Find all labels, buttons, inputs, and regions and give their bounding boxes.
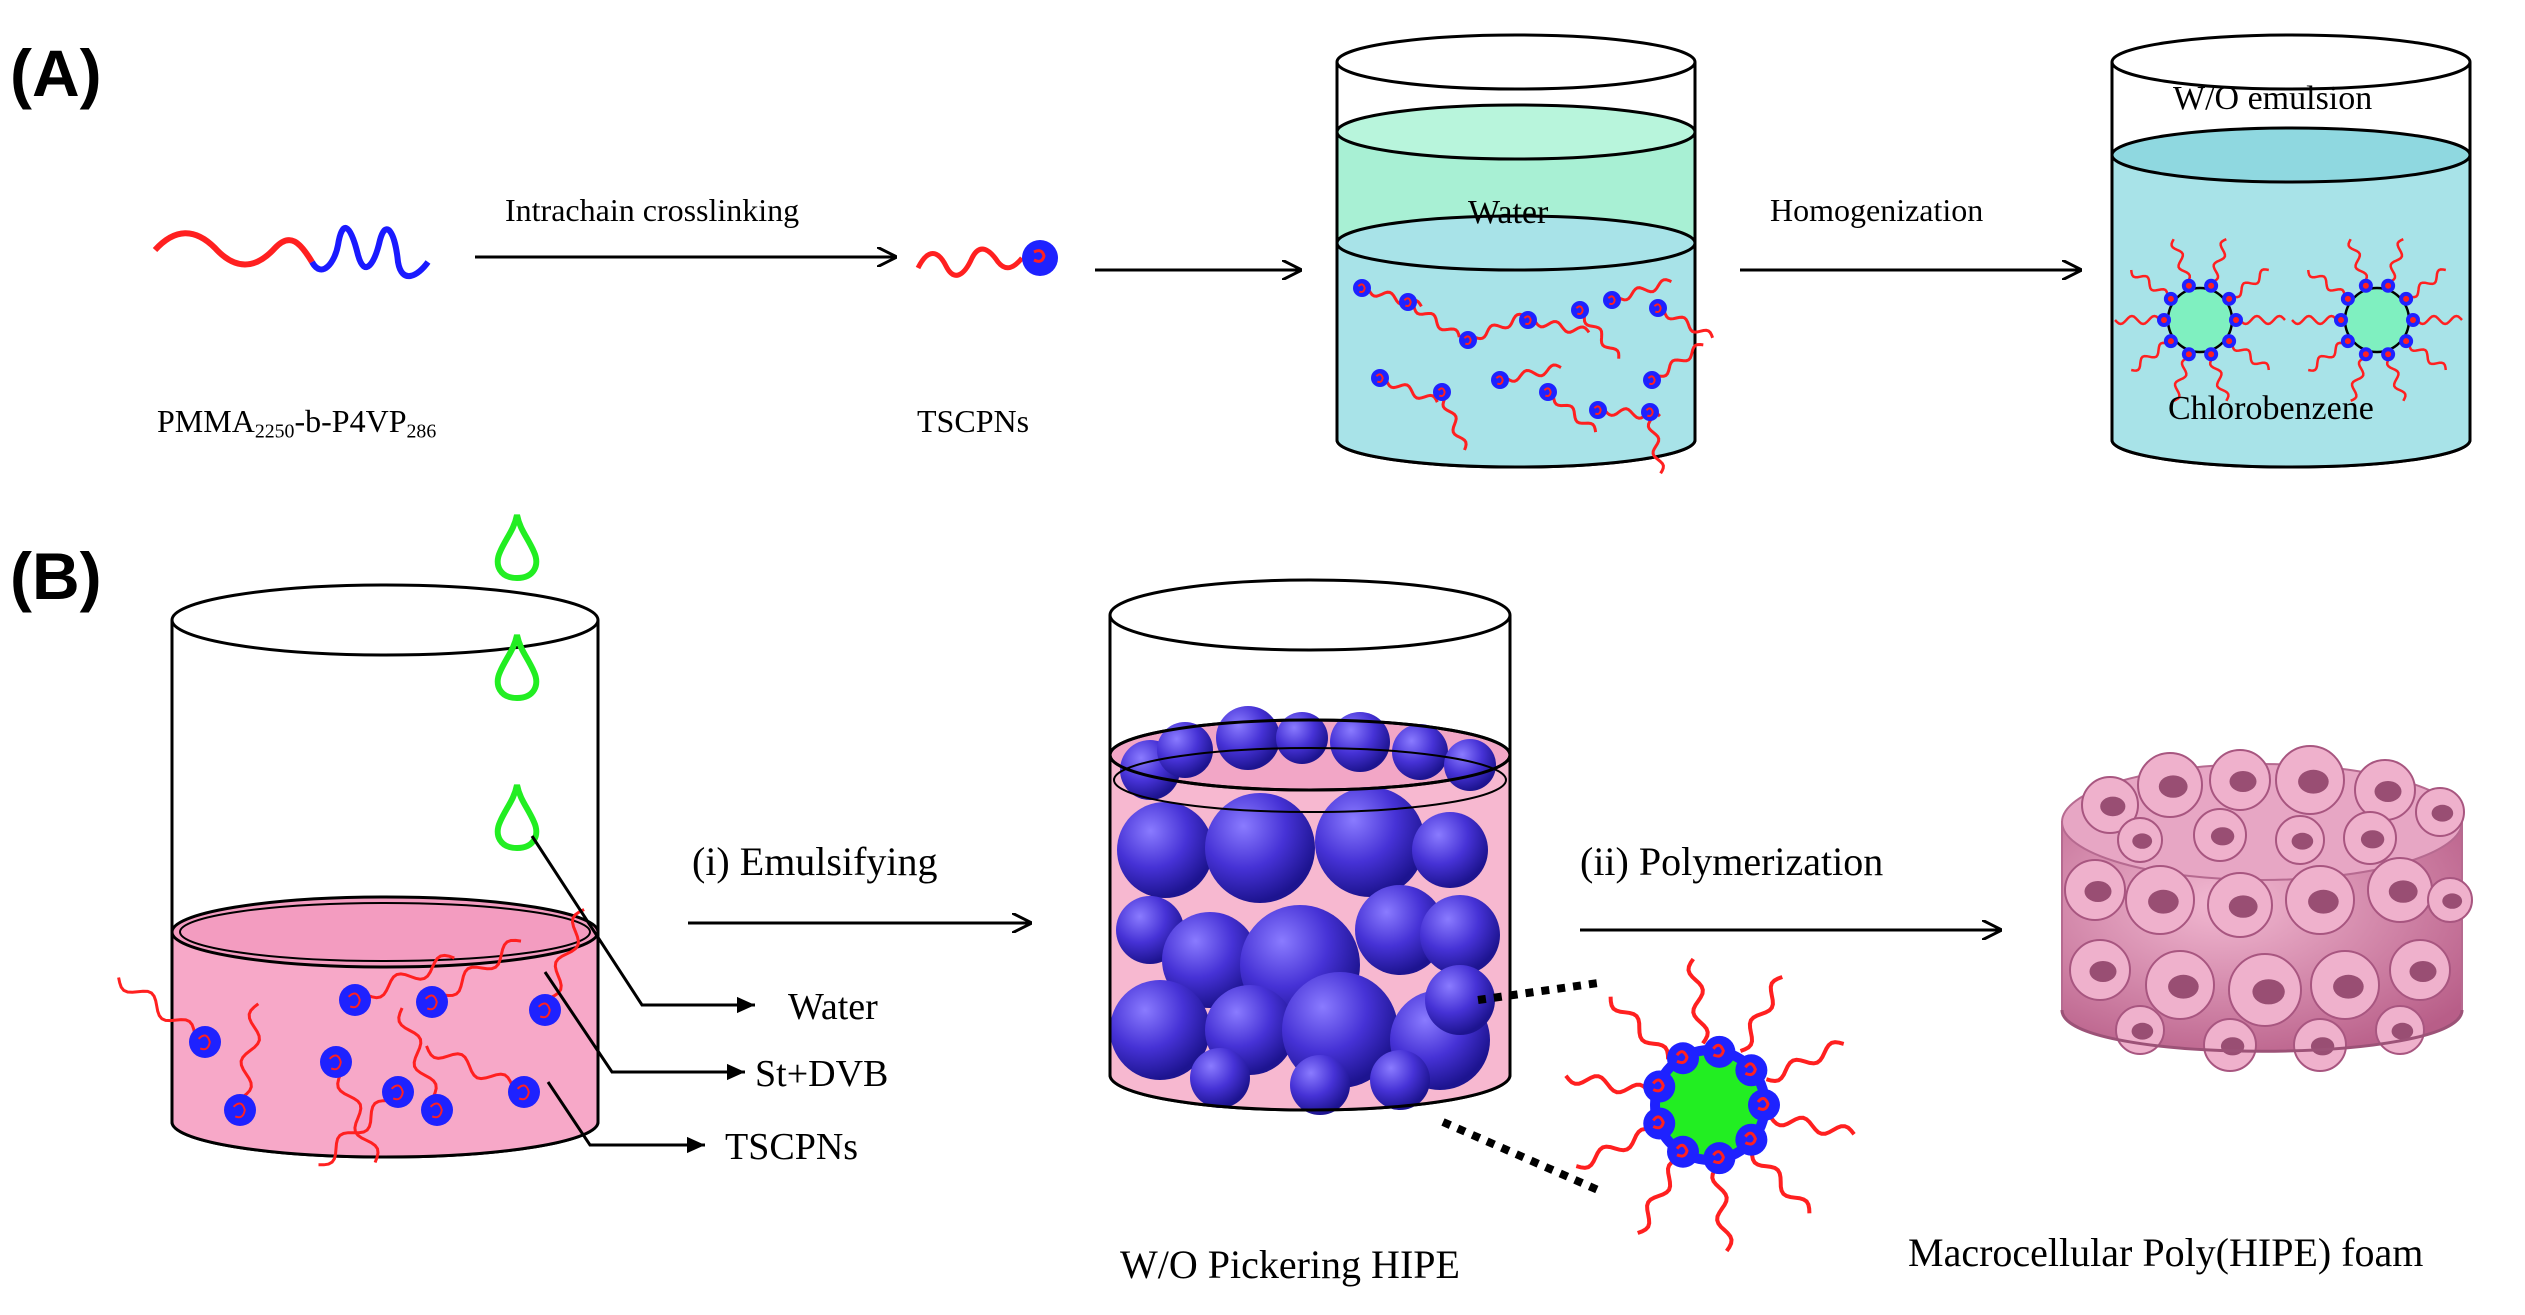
intrachain-label: Intrachain crosslinking — [505, 192, 800, 228]
copolymer-label: PMMA2250-b-P4VP286 — [157, 405, 436, 442]
homogenization-label: Homogenization — [1770, 192, 1984, 228]
copolymer-sub1: 2250 — [254, 420, 295, 443]
water-drop-icons — [494, 514, 540, 852]
stabilized-droplet-zoom — [1564, 957, 1856, 1253]
hipe-label: W/O Pickering HIPE — [1120, 1242, 1460, 1287]
beaker-emulsion — [2110, 33, 2472, 469]
zoom-lines — [1441, 979, 1600, 1194]
beaker-pickering-hipe — [1108, 578, 1512, 1115]
callout-tscpn-label: TSCPNs — [725, 1126, 859, 1168]
wo-emulsion-label: W/O emulsion — [2173, 80, 2373, 117]
beaker-monomer-phase — [117, 583, 600, 1167]
copolymer-main: PMMA — [157, 403, 255, 439]
tscpn-label: TSCPNs — [917, 403, 1030, 439]
panel-b-tag: (B) — [10, 539, 102, 613]
block-copolymer-icon — [152, 225, 431, 279]
beaker-water-particles — [1335, 33, 1715, 475]
water-label: Water — [1468, 194, 1549, 231]
panel-a-tag: (A) — [10, 36, 102, 110]
callout-monomer-label: St+DVB — [755, 1053, 889, 1095]
polyhipe-foam-icon — [2060, 745, 2473, 1072]
copolymer-mid: -b-P4VP — [294, 403, 407, 439]
emulsifying-label: (i) Emulsifying — [692, 839, 938, 884]
foam-label: Macrocellular Poly(HIPE) foam — [1908, 1230, 2424, 1275]
polymerization-label: (ii) Polymerization — [1580, 839, 1884, 884]
callout-water-label: Water — [788, 986, 878, 1028]
callout-lines — [530, 835, 755, 1154]
tscpn-particle-icon — [915, 240, 1058, 278]
copolymer-sub2: 286 — [406, 420, 437, 443]
chlorobenzene-label: Chlorobenzene — [2168, 390, 2374, 427]
